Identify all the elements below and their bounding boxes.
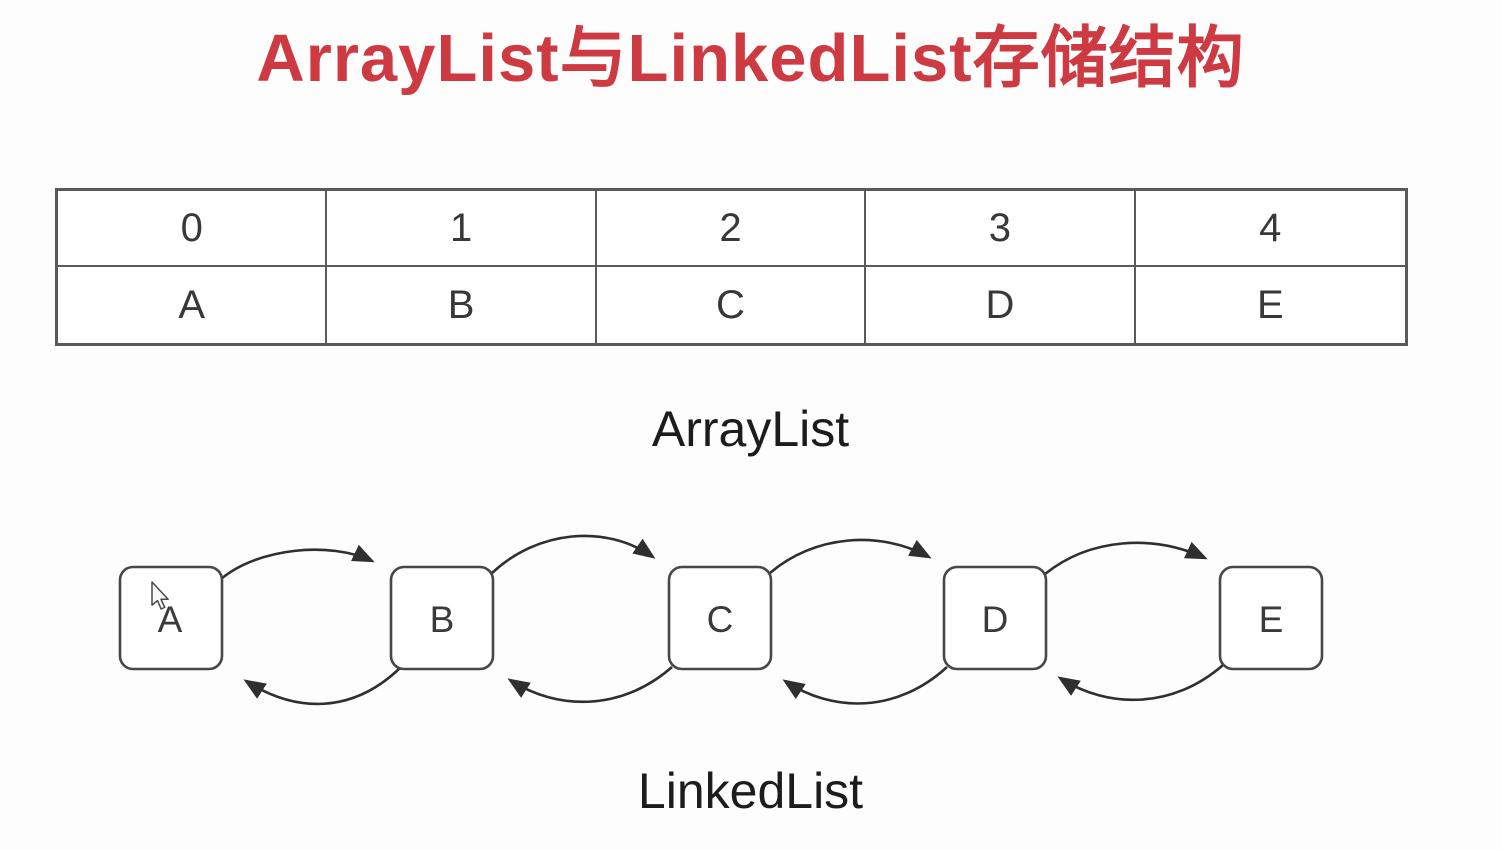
prev-pointer-arrow (1057, 664, 1224, 702)
index-cell: 4 (1135, 191, 1405, 267)
index-cell: 2 (596, 191, 867, 267)
index-cell: 0 (58, 191, 328, 267)
node-label: C (707, 599, 734, 640)
list-node: B (389, 565, 495, 671)
list-node: A (118, 565, 224, 671)
mouse-pointer-icon (151, 581, 169, 610)
value-cell: B (327, 267, 597, 343)
next-pointer-arrow (491, 534, 656, 574)
prev-pointer-arrow (782, 666, 948, 705)
next-pointer-arrow (769, 538, 932, 574)
list-node: D (942, 565, 1048, 671)
node-label: D (982, 599, 1009, 640)
linkedlist-caption: LinkedList (637, 763, 864, 819)
list-node: C (667, 565, 773, 671)
next-pointer-arrow (220, 544, 375, 580)
next-pointer-arrow (1044, 541, 1208, 576)
index-cell: 3 (866, 191, 1136, 267)
value-cell: D (866, 267, 1136, 343)
arraylist-table: 0 1 2 3 4 A B C D E (55, 188, 1408, 346)
node-label: E (1259, 599, 1284, 640)
value-cell: A (58, 267, 328, 343)
value-cell: C (597, 267, 867, 343)
value-cell: E (1256, 282, 1284, 327)
page-title: ArrayList与LinkedList存储结构 (256, 21, 1245, 96)
prev-pointer-arrow (507, 666, 673, 704)
prev-pointer-arrow (243, 667, 401, 706)
index-cell: 1 (327, 191, 597, 267)
node-label: B (430, 599, 455, 640)
list-node: E (1218, 565, 1324, 671)
arraylist-caption: ArrayList (651, 401, 850, 457)
